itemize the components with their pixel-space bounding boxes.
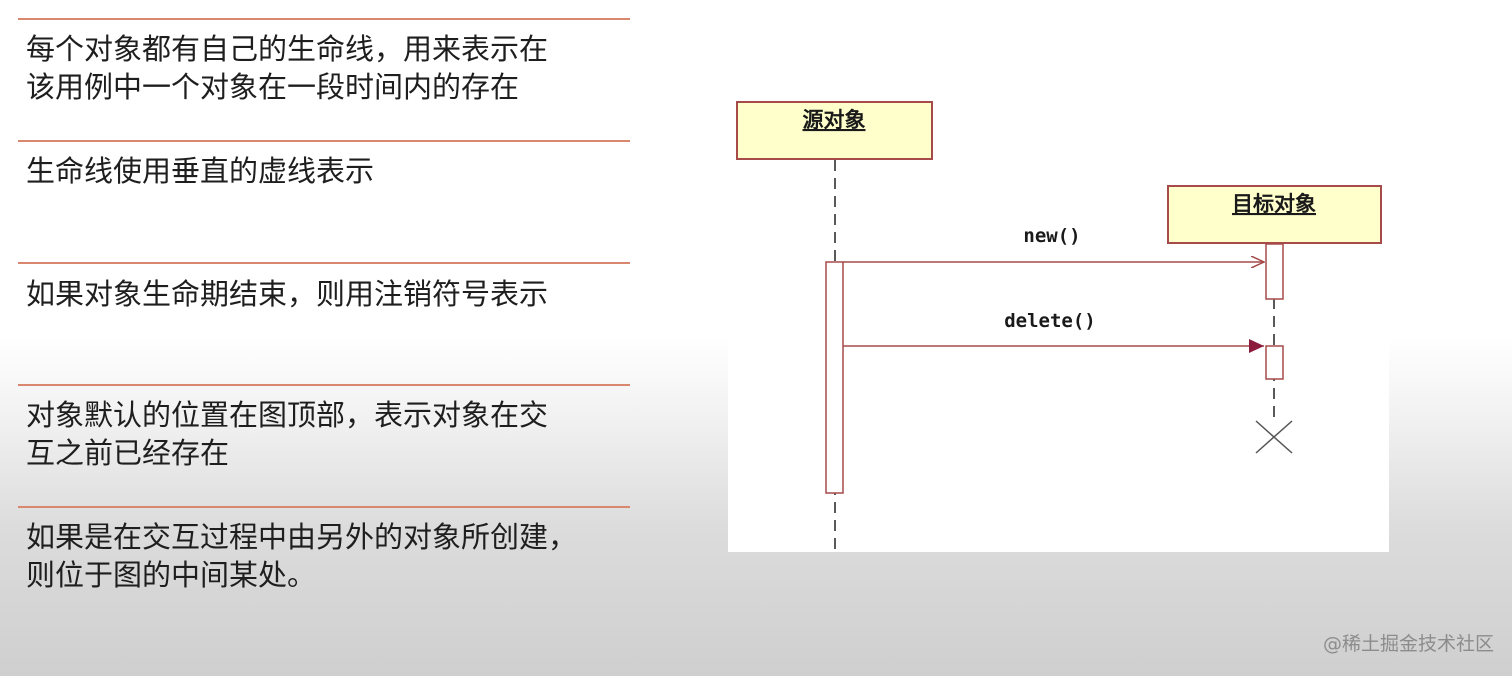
- source-object: 源对象: [736, 101, 933, 160]
- message-new-label: new(): [1023, 225, 1080, 247]
- divider-3: [18, 262, 630, 264]
- divider-4: [18, 384, 630, 386]
- item-text-5: 如果是在交互过程中由另外的对象所创建， 则位于图的中间某处。: [26, 520, 578, 592]
- source-activation-bar: [825, 261, 844, 494]
- target-object: 目标对象: [1167, 185, 1382, 244]
- item-text-1: 每个对象都有自己的生命线，用来表示在 该用例中一个对象在一段时间内的存在: [26, 32, 549, 104]
- source-object-label: 源对象: [803, 108, 866, 132]
- target-activation-bar-2: [1265, 345, 1284, 380]
- divider-5: [18, 506, 630, 508]
- item-text-3: 如果对象生命期结束，则用注销符号表示: [26, 277, 549, 311]
- divider-2: [18, 140, 630, 142]
- sequence-diagram: 源对象 目标对象 new() delete(): [728, 94, 1389, 552]
- divider-1: [18, 18, 630, 20]
- item-text-4: 对象默认的位置在图顶部，表示对象在交 互之前已经存在: [26, 398, 549, 470]
- item-text-2: 生命线使用垂直的虚线表示: [26, 154, 375, 188]
- watermark: @稀土掘金技术社区: [1322, 633, 1494, 655]
- destruction-x-icon: [1255, 420, 1293, 454]
- sequence-diagram-canvas: 源对象 目标对象 new() delete(): [736, 101, 1382, 552]
- target-object-label: 目标对象: [1232, 192, 1316, 216]
- target-object-box: [1167, 185, 1382, 244]
- message-delete-label: delete(): [1004, 310, 1096, 332]
- source-object-box: [736, 101, 933, 160]
- target-activation-bar-1: [1265, 243, 1284, 300]
